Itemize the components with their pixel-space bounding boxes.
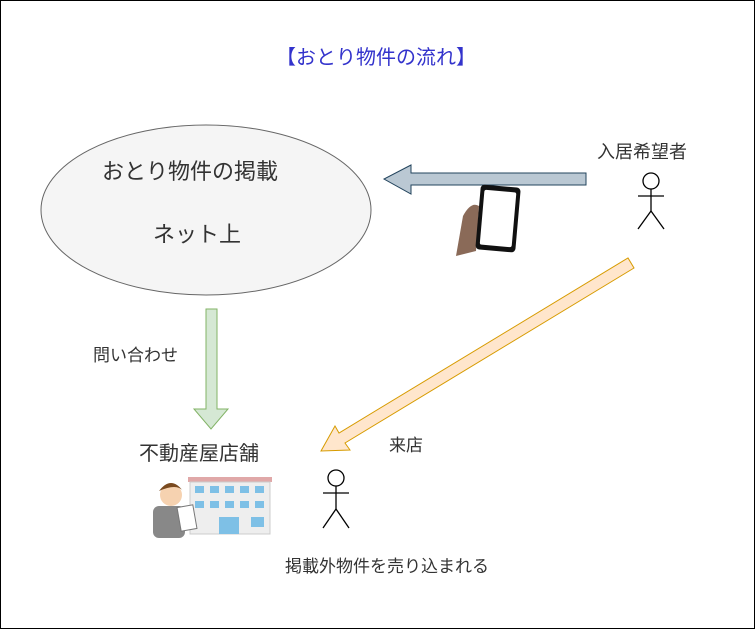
sold-label: 掲載外物件を売り込まれる: [285, 557, 489, 577]
applicant-stick-figure-icon: [637, 172, 665, 230]
visitor-stick-figure-icon: [322, 469, 350, 529]
real-estate-store-icon: [153, 477, 272, 538]
visit-label: 来店: [389, 436, 423, 456]
blue-arrow: [382, 164, 587, 195]
store-label: 不動産屋店舗: [139, 441, 259, 465]
green-arrow: [192, 308, 230, 430]
orange-arrow: [320, 257, 635, 452]
ellipse-line1: おとり物件の掲載: [102, 160, 279, 185]
applicant-label: 入居希望者: [597, 142, 687, 163]
inquiry-label: 問い合わせ: [93, 346, 178, 366]
smartphone-hand-icon: [456, 184, 521, 256]
online-listing-ellipse: [40, 124, 372, 296]
ellipse-line2: ネット上: [153, 223, 242, 248]
diagram-title: 【おとり物件の流れ】: [276, 45, 476, 69]
